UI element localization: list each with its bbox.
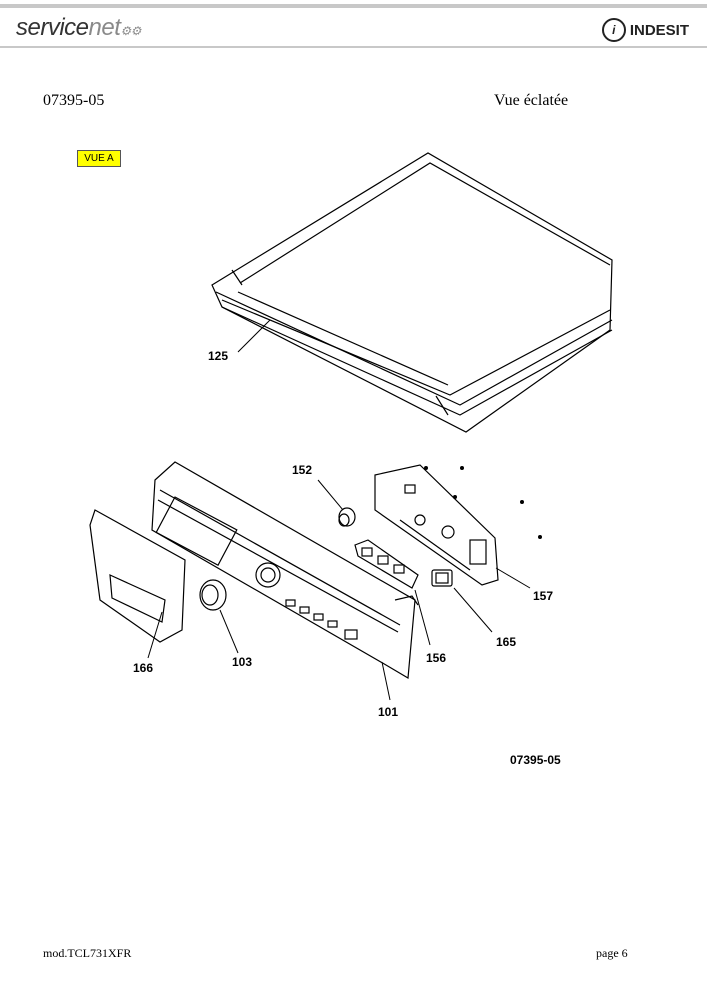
part-101-control-panel: [151, 461, 419, 679]
screws: [424, 466, 542, 539]
leader-152: [317, 479, 344, 511]
document-title: Vue éclatée: [494, 92, 569, 109]
servicenet-logo: servicenet⚙⚙: [16, 14, 141, 41]
leader-157: [495, 567, 531, 589]
view-label: VUE A: [77, 150, 121, 167]
part-label-103: 103: [232, 655, 252, 669]
part-152-button: [338, 507, 356, 527]
header-bottom-rule: [0, 46, 707, 48]
part-label-152: 152: [292, 463, 312, 477]
footer-model: mod.TCL731XFR: [43, 946, 132, 960]
document-code: 07395-05: [43, 92, 105, 109]
header-top-rule: [0, 4, 707, 8]
exploded-view-diagram: 125 101 166 103 152: [89, 152, 613, 767]
gear-icon: ⚙⚙: [120, 24, 141, 38]
leader-125: [237, 319, 271, 353]
part-157-pcb: [374, 464, 499, 586]
leader-166: [147, 611, 163, 659]
part-label-157: 157: [533, 589, 553, 603]
part-125-top-lid: [211, 152, 613, 433]
leader-103: [219, 609, 239, 654]
figure-code: 07395-05: [510, 753, 561, 767]
part-label-166: 166: [133, 661, 153, 675]
part-label-165: 165: [496, 635, 516, 649]
part-103-knob: [199, 579, 227, 611]
header-bar: servicenet⚙⚙ i INDESIT: [0, 0, 707, 50]
part-label-101: 101: [378, 705, 398, 719]
indesit-i-icon: i: [601, 18, 626, 42]
part-label-156: 156: [426, 651, 446, 665]
footer-page: page 6: [596, 946, 628, 960]
leader-165: [453, 587, 493, 633]
part-166-drawer-front: [89, 509, 186, 643]
part-label-125: 125: [208, 349, 228, 363]
leader-156: [414, 589, 431, 646]
part-165-button: [431, 569, 453, 587]
indesit-logo: i INDESIT: [601, 18, 689, 42]
leader-101: [381, 661, 391, 701]
part-156-button-strip: [354, 539, 419, 589]
